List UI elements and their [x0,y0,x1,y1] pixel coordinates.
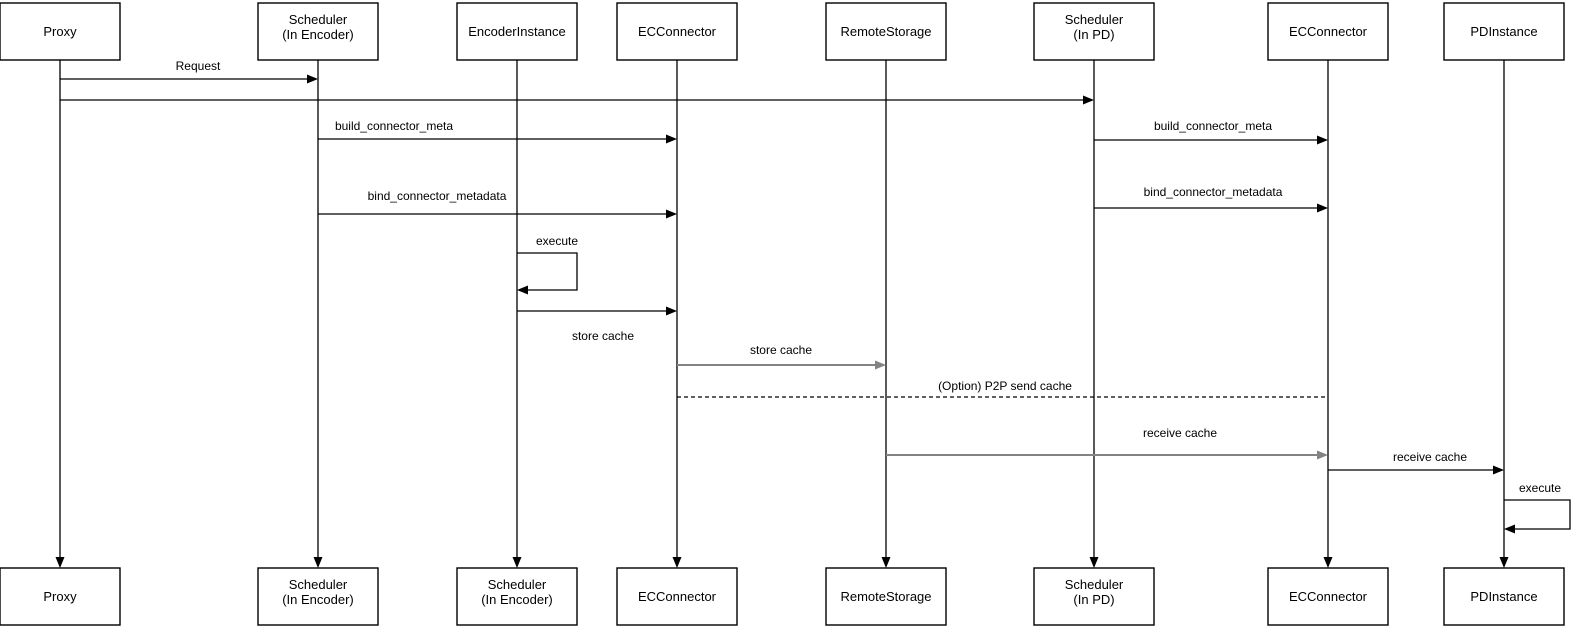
actor-label-top-scheduler-pd-line1: Scheduler [1065,12,1124,27]
message-label-store-cache-to-storage: store cache [750,343,812,357]
actor-box-top-proxy [0,2,121,61]
message-selfloop-execute-pd [1504,499,1571,530]
actor-box-top-pd-instance [1443,2,1565,61]
lifeline-arrowhead-ec-connector-left [672,557,682,568]
actor-label-top-pd-instance: PDInstance [1470,24,1537,39]
actor-box-top-remote-storage [825,2,947,61]
message-selfloop-execute-encoder [517,252,578,291]
message-arrowhead-store-cache-to-connector [666,306,677,316]
actor-box-top-ec-connector-left [616,2,738,61]
message-arrowhead-receive-cache-to-pd [1493,465,1504,475]
actor-label-bottom-ec-connector-left: ECConnector [638,589,717,604]
message-label-execute-pd: execute [1519,481,1561,495]
message-arrowhead-receive-cache-from-storage [1317,450,1328,460]
actor-label-bottom-remote-storage: RemoteStorage [840,589,931,604]
actor-box-bottom-proxy [0,567,121,626]
message-label-execute-encoder: execute [536,234,578,248]
actor-label-top-scheduler-encoder-line2: (In Encoder) [282,27,354,42]
actor-box-top-encoder-instance [456,2,578,61]
actor-label-top-remote-storage: RemoteStorage [840,24,931,39]
actor-box-bottom-remote-storage [825,567,947,626]
message-arrowhead-store-cache-to-storage [875,360,886,370]
message-label-receive-cache-to-pd: receive cache [1393,450,1467,464]
actor-label-top-encoder-instance: EncoderInstance [468,24,566,39]
actor-box-bottom-encoder-instance [456,567,578,626]
lifeline-arrowhead-scheduler-encoder [313,557,323,568]
message-arrowhead-bind-connector-metadata-left [666,209,677,219]
actor-box-bottom-ec-connector-right [1267,567,1389,626]
message-arrowhead-build-connector-meta-right [1317,135,1328,145]
lifeline-arrowhead-remote-storage [881,557,891,568]
actor-label-bottom-proxy: Proxy [43,589,77,604]
message-arrowhead-proxy-to-scheduler-pd [1083,95,1094,105]
actor-box-bottom-pd-instance [1443,567,1565,626]
actor-label-bottom-scheduler-encoder-line2: (In Encoder) [282,592,354,607]
message-arrowhead-bind-connector-metadata-right [1317,203,1328,213]
message-label-bind-connector-metadata-left: bind_connector_metadata [368,189,507,203]
actor-label-top-ec-connector-left: ECConnector [638,24,717,39]
actor-label-bottom-ec-connector-right: ECConnector [1289,589,1368,604]
actor-label-top-scheduler-encoder-line1: Scheduler [289,12,348,27]
actor-box-top-scheduler-encoder [257,2,379,61]
message-label-build-connector-meta-right: build_connector_meta [1154,119,1272,133]
message-label-build-connector-meta-left: build_connector_meta [335,119,453,133]
actor-label-bottom-encoder-instance-line2: (In Encoder) [481,592,553,607]
lifeline-arrowhead-proxy [55,557,65,568]
lifeline-arrowhead-scheduler-pd [1089,557,1099,568]
actor-box-bottom-ec-connector-left [616,567,738,626]
message-arrowhead-build-connector-meta-left [666,134,677,144]
actor-label-bottom-pd-instance: PDInstance [1470,589,1537,604]
actor-label-bottom-encoder-instance-line1: Scheduler [488,577,547,592]
actor-box-top-ec-connector-right [1267,2,1389,61]
actor-box-bottom-scheduler-pd [1033,567,1155,626]
actor-label-top-ec-connector-right: ECConnector [1289,24,1368,39]
message-label-request: Request [176,59,221,73]
message-arrowhead-request [307,74,318,84]
message-label-bind-connector-metadata-right: bind_connector_metadata [1144,185,1283,199]
actor-label-bottom-scheduler-pd-line1: Scheduler [1065,577,1124,592]
message-arrowhead-execute-pd [1504,524,1515,534]
message-arrowhead-execute-encoder [517,285,528,295]
lifeline-arrowhead-pd-instance [1499,557,1509,568]
actor-label-top-scheduler-pd-line2: (In PD) [1073,27,1114,42]
actor-label-bottom-scheduler-pd-line2: (In PD) [1073,592,1114,607]
actor-box-bottom-scheduler-encoder [257,567,379,626]
message-label-receive-cache-from-storage: receive cache [1143,426,1217,440]
lifeline-arrowhead-ec-connector-right [1323,557,1333,568]
actor-label-bottom-scheduler-encoder-line1: Scheduler [289,577,348,592]
message-label-store-cache-to-connector: store cache [572,329,634,343]
lifeline-arrowhead-encoder-instance [512,557,522,568]
actor-label-top-proxy: Proxy [43,24,77,39]
actor-box-top-scheduler-pd [1033,2,1155,61]
message-label-p2p-send-cache: (Option) P2P send cache [938,379,1072,393]
